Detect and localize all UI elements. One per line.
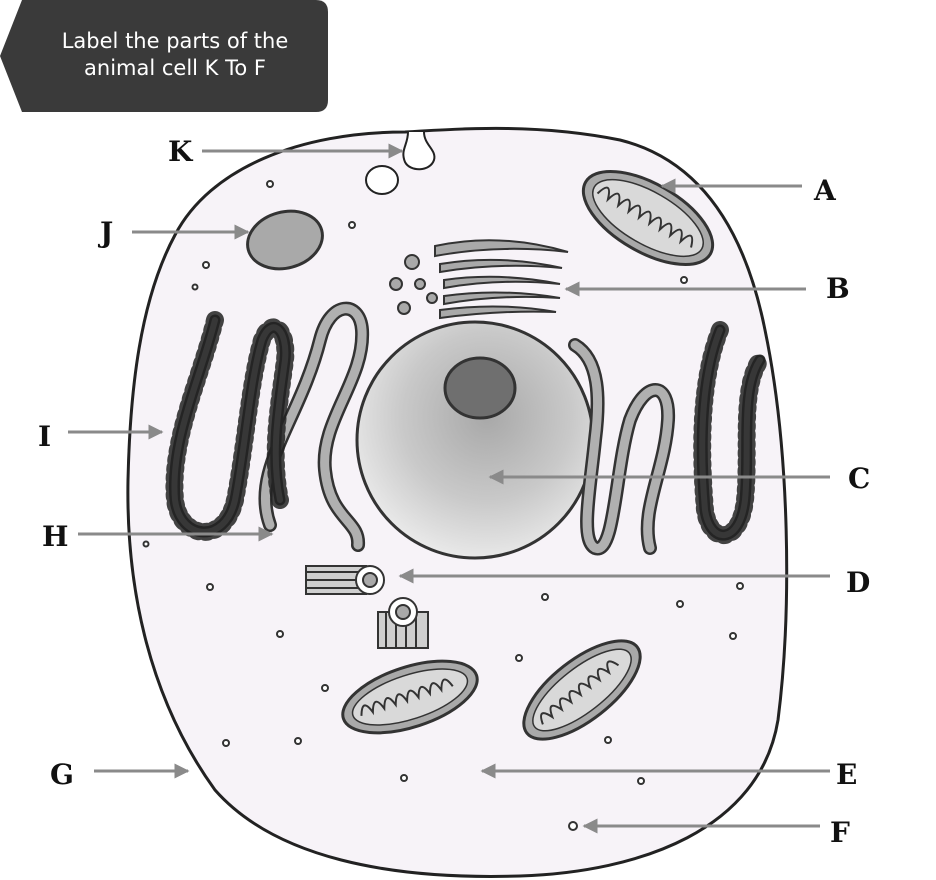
lysosome — [246, 209, 324, 271]
label-b: B — [826, 272, 850, 305]
label-g: G — [50, 758, 74, 791]
rough-er-left — [165, 311, 295, 541]
banner-text: Label the parts of the animal cell K To … — [30, 28, 320, 82]
label-a: A — [813, 174, 837, 207]
label-d: D — [846, 566, 870, 599]
nucleolus — [443, 356, 517, 420]
rough-er-right — [693, 321, 769, 545]
label-j: J — [97, 216, 113, 249]
label-h: H — [42, 520, 68, 553]
label-k: K — [168, 135, 194, 168]
banner-line-1: Label the parts of the — [61, 29, 289, 53]
label-e: E — [836, 758, 857, 791]
banner-line-2: animal cell K To F — [84, 56, 266, 80]
label-c: C — [848, 462, 870, 495]
label-f: F — [830, 816, 850, 849]
mitochondrion-bottom-left — [341, 659, 479, 735]
pointer-arrows — [68, 143, 830, 834]
centrioles — [305, 565, 429, 649]
golgi-apparatus — [389, 239, 569, 320]
label-i: I — [38, 420, 51, 453]
vesicle-pinch — [402, 131, 436, 171]
banner-shape — [0, 0, 328, 112]
vesicle — [365, 165, 399, 195]
ribosomes — [142, 180, 744, 831]
instruction-banner: Label the parts of the animal cell K To … — [0, 0, 328, 112]
mitochondrion-bottom-right — [522, 639, 642, 741]
